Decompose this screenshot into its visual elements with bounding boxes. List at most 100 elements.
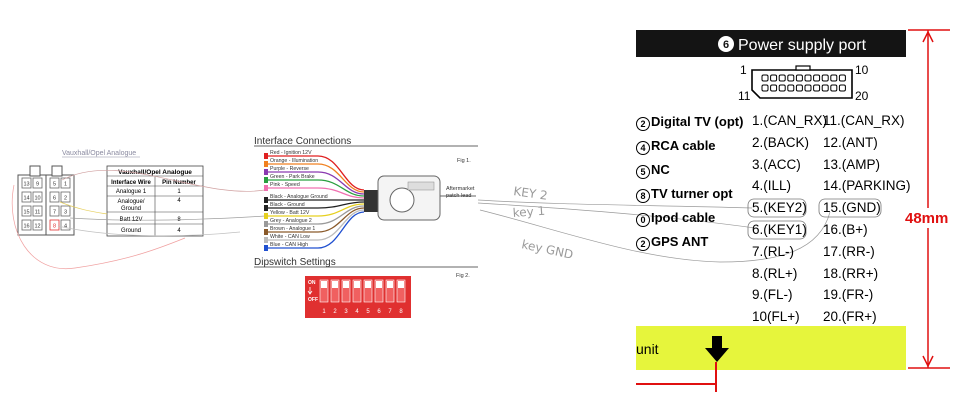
dip-switch-knob bbox=[321, 281, 327, 288]
item-number-badge: 4 bbox=[636, 141, 650, 155]
power-pin bbox=[830, 74, 838, 82]
connector-pin bbox=[21, 191, 32, 203]
wire-label: Orange - Illumination bbox=[270, 158, 318, 164]
table-row-pin: 1 bbox=[177, 189, 181, 195]
wire-end bbox=[264, 153, 268, 159]
connector-pin-number: 13 bbox=[23, 182, 29, 188]
table-row-wire: Ground bbox=[121, 206, 141, 212]
connector-pin-number: 1 bbox=[64, 182, 67, 188]
item-label: Ipod cable bbox=[651, 210, 716, 225]
connector-table: Vauxhall/Opel Analogue Interface Wire Pi… bbox=[106, 165, 204, 237]
wire-label: Blue - CAN High bbox=[270, 242, 308, 248]
dip-switch-knob bbox=[332, 281, 338, 288]
wire-end bbox=[264, 221, 268, 227]
interface-title: Interface Connections bbox=[254, 136, 351, 147]
power-pin bbox=[761, 84, 769, 92]
dip-switch-number: 7 bbox=[388, 309, 392, 315]
dip-switch bbox=[374, 279, 384, 303]
dip-switch bbox=[385, 279, 395, 303]
power-badge-number: 6 bbox=[723, 39, 729, 51]
pin-assignment-right: 12.(ANT) bbox=[823, 134, 878, 150]
connector-pin-number: 14 bbox=[23, 196, 29, 202]
wire-harness: Red - Ignition 12V Orange - IlluminationP… bbox=[264, 150, 365, 251]
connector-pin-number: 2 bbox=[64, 196, 67, 202]
item-number-badge: 0 bbox=[636, 213, 650, 227]
pin-assignment-right: 20.(FR+) bbox=[823, 309, 877, 325]
wire-label: Red - Ignition 12V bbox=[270, 150, 312, 156]
pin-label-20: 20 bbox=[855, 89, 869, 103]
dipswitch-title: Dipswitch Settings bbox=[254, 257, 336, 268]
down-arrow-icon bbox=[705, 336, 729, 362]
item-label: GPS ANT bbox=[651, 234, 709, 249]
table-row-wire: Analogue 1 bbox=[116, 189, 147, 195]
connector-pin bbox=[21, 219, 32, 231]
dip-switch bbox=[363, 279, 373, 303]
dip-on-label: ON bbox=[308, 280, 316, 286]
harness-wire bbox=[268, 209, 365, 241]
power-pin bbox=[795, 74, 803, 82]
dip-switch bbox=[341, 279, 351, 303]
connector-pin bbox=[60, 205, 71, 217]
item-number-badge: 2 bbox=[636, 237, 650, 251]
harness-wire bbox=[268, 171, 365, 195]
pin-assignment-right: 19.(FR-) bbox=[823, 287, 874, 303]
connector-pin bbox=[32, 205, 43, 217]
wire-end bbox=[264, 169, 268, 175]
power-title: Power supply port bbox=[738, 37, 867, 54]
pin-assignment-left: 7.(RL-) bbox=[752, 243, 795, 259]
connector-pin-number: 5 bbox=[53, 182, 56, 188]
wire-label: Pink - Speed bbox=[270, 182, 300, 188]
connector-pin-number: 9 bbox=[36, 182, 39, 188]
harness-wire bbox=[268, 207, 365, 233]
harness-wire bbox=[268, 205, 365, 225]
wire-end bbox=[264, 185, 268, 191]
power-badge bbox=[718, 36, 734, 52]
wire-end bbox=[264, 237, 268, 243]
pin-label-10: 10 bbox=[855, 63, 869, 77]
pin-assignment-right: 17.(RR-) bbox=[823, 243, 875, 259]
connector-pin bbox=[60, 219, 71, 231]
item-label: Digital TV (opt) bbox=[651, 114, 744, 129]
item-number-badge: 5 bbox=[636, 165, 650, 179]
power-pin bbox=[770, 74, 778, 82]
power-pin bbox=[778, 84, 786, 92]
dip-switch-knob bbox=[365, 281, 371, 288]
pin-assignment-right: 16.(B+) bbox=[823, 222, 868, 237]
dip-switch-number: 2 bbox=[333, 309, 337, 315]
item-number-badge: 2 bbox=[636, 117, 650, 131]
connector-pin-number: 16 bbox=[23, 224, 29, 230]
dip-switch bbox=[396, 279, 406, 303]
connector-pin-number: 12 bbox=[34, 224, 40, 230]
pin-assignment-right: 14.(PARKING) bbox=[823, 178, 911, 194]
pin-assignment-left: 8.(RL+) bbox=[752, 265, 798, 281]
table-col-pin: Pin Number bbox=[162, 180, 196, 186]
dip-switch-number: 5 bbox=[366, 309, 370, 315]
connector-pin bbox=[32, 219, 43, 231]
wire-end bbox=[264, 177, 268, 183]
table-row-pin: 4 bbox=[177, 198, 181, 204]
power-pin bbox=[838, 84, 846, 92]
harness-wire bbox=[268, 211, 365, 249]
connector-pin bbox=[49, 177, 60, 189]
power-pin bbox=[813, 74, 821, 82]
power-pin bbox=[821, 84, 829, 92]
connector-pin bbox=[21, 205, 32, 217]
connector-pin-number: 10 bbox=[34, 196, 40, 202]
dip-switch-knob bbox=[343, 281, 349, 288]
dip-switch-number: 4 bbox=[355, 309, 359, 315]
wire-label: Yellow - Batt 12V bbox=[270, 210, 310, 216]
dip-switch-number: 1 bbox=[322, 309, 326, 315]
item-number-badge: 8 bbox=[636, 189, 650, 203]
table-row-pin: 4 bbox=[177, 228, 181, 234]
dip-switch-knob bbox=[398, 281, 404, 288]
pin-assignment-left: 6.(KEY1) bbox=[752, 222, 807, 237]
pin-highlights bbox=[747, 198, 882, 240]
power-pin bbox=[838, 74, 846, 82]
connector-pin-number: 8 bbox=[53, 224, 56, 230]
harness-wire bbox=[268, 203, 365, 217]
connector-doodle-lines bbox=[11, 169, 266, 270]
